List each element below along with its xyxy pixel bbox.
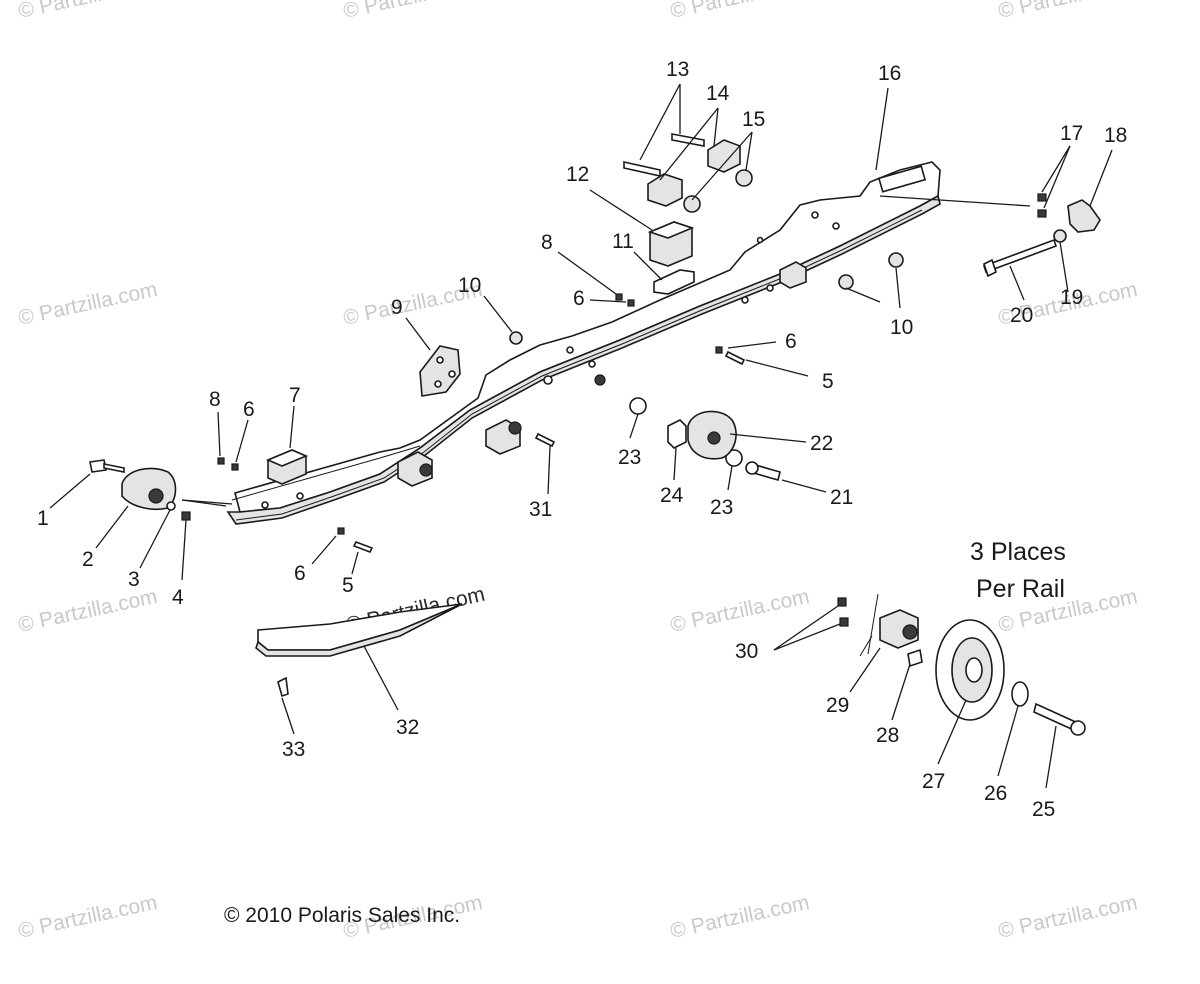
callout-4: 4 (172, 586, 184, 609)
callout-32: 32 (396, 716, 419, 739)
callout-26: 26 (984, 782, 1007, 805)
callout-8: 8 (541, 231, 553, 254)
callout-17: 17 (1060, 122, 1083, 145)
callout-9: 9 (391, 296, 403, 319)
note-places-line2: Per Rail (976, 575, 1065, 603)
callout-15: 15 (742, 108, 765, 131)
callout-3: 3 (128, 568, 140, 591)
watermark: © Partzilla.com (996, 0, 1139, 23)
slide-rail (226, 161, 941, 525)
callout-1: 1 (37, 507, 49, 530)
watermark: © Partzilla.com (668, 891, 811, 943)
callout-28: 28 (876, 724, 899, 747)
callout-6: 6 (294, 562, 306, 585)
callout-14: 14 (706, 82, 730, 105)
watermark: © Partzilla.com (341, 0, 484, 23)
callout-10: 10 (458, 274, 481, 297)
wear-bar (255, 603, 463, 657)
callout-25: 25 (1032, 798, 1055, 821)
leader-lines (49, 83, 1113, 789)
watermark-layer: © Partzilla.com © Partzilla.com © Partzi… (16, 0, 1139, 943)
wheel-subassembly (837, 593, 1086, 736)
hardware (89, 133, 1101, 698)
watermark: © Partzilla.com (996, 891, 1139, 943)
callout-6: 6 (243, 398, 255, 421)
callout-29: 29 (826, 694, 849, 717)
watermark: © Partzilla.com (16, 0, 159, 23)
callout-16: 16 (878, 62, 901, 85)
callout-labels: 1 2 3 4 5 5 6 6 6 6 7 8 8 9 10 10 11 12 … (37, 58, 1127, 821)
watermark: © Partzilla.com (668, 0, 811, 23)
watermark: © Partzilla.com (16, 585, 159, 637)
callout-22: 22 (810, 432, 833, 455)
callout-2: 2 (82, 548, 94, 571)
callout-10: 10 (890, 316, 913, 339)
callout-33: 33 (282, 738, 305, 761)
callout-5: 5 (822, 370, 834, 393)
watermark: © Partzilla.com (16, 891, 159, 943)
callout-30: 30 (735, 640, 758, 663)
callout-20: 20 (1010, 304, 1033, 327)
callout-6: 6 (785, 330, 797, 353)
watermark: © Partzilla.com (16, 278, 159, 330)
callout-27: 27 (922, 770, 945, 793)
callout-18: 18 (1104, 124, 1127, 147)
callout-7: 7 (289, 384, 301, 407)
callout-12: 12 (566, 163, 589, 186)
copyright-text: © 2010 Polaris Sales Inc. (224, 904, 460, 927)
watermark: © Partzilla.com (668, 585, 811, 637)
callout-31: 31 (529, 498, 552, 521)
callout-5: 5 (342, 574, 354, 597)
callout-24: 24 (660, 484, 684, 507)
callout-11: 11 (612, 230, 634, 253)
note-places-line1: 3 Places (970, 538, 1066, 566)
callout-6: 6 (573, 287, 585, 310)
callout-21: 21 (830, 486, 853, 509)
callout-19: 19 (1060, 286, 1083, 309)
callout-8: 8 (209, 388, 221, 411)
callout-23: 23 (710, 496, 733, 519)
callout-13: 13 (666, 58, 689, 81)
callout-23: 23 (618, 446, 641, 469)
